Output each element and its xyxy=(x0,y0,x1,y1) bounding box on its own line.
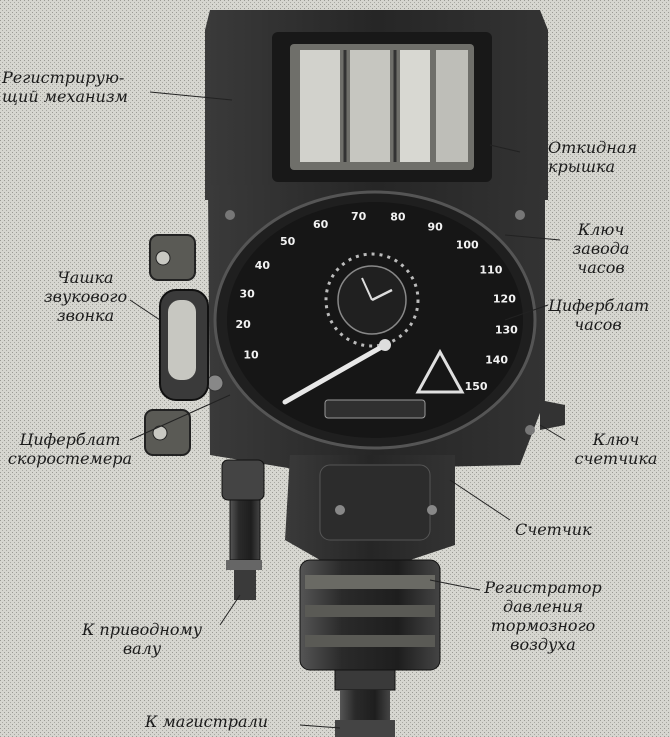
label-clock-key: Ключ завода часов xyxy=(572,220,630,277)
dial-number: 70 xyxy=(351,210,367,223)
pressure-recorder xyxy=(299,559,441,737)
dial-number: 10 xyxy=(243,349,259,362)
drive-shaft xyxy=(221,459,265,600)
dial-number: 40 xyxy=(255,259,271,272)
dial-number: 100 xyxy=(456,239,479,252)
dial-number: 50 xyxy=(280,235,296,248)
bell-cup xyxy=(144,234,209,456)
dial-number: 90 xyxy=(428,221,444,234)
label-bell-cup: Чашка звукового звонка xyxy=(43,268,128,325)
dial-number: 20 xyxy=(236,318,252,331)
label-pressure-recorder: Регистратор давления тормозного воздуха xyxy=(484,578,602,654)
upper-housing xyxy=(205,10,548,200)
dial-number: 30 xyxy=(239,287,255,300)
clock-dial xyxy=(324,252,420,348)
label-main-line: К магистрали xyxy=(145,712,269,731)
label-clock-dial: Циферблат часов xyxy=(548,296,650,334)
counter-window xyxy=(324,399,426,419)
label-speedometer-dial: Циферблат скоростемера xyxy=(7,430,133,468)
label-hinged-lid: Откидная крышка xyxy=(548,138,637,176)
dial-number: 150 xyxy=(465,380,488,393)
dial-number: 120 xyxy=(493,292,516,305)
leader-lines xyxy=(129,91,566,729)
dial-number: 110 xyxy=(479,263,502,276)
dial-number: 80 xyxy=(390,211,406,224)
label-drive-shaft: К приводному валу xyxy=(81,620,203,658)
label-recording-mechanism: Регистрирую- щий механизм xyxy=(2,68,128,106)
counter-body xyxy=(285,455,455,560)
dial-housing xyxy=(206,185,565,470)
speed-needle xyxy=(282,342,388,405)
counter-key xyxy=(540,400,565,430)
dial-number: 140 xyxy=(485,353,508,366)
triangle-emblem xyxy=(415,348,465,394)
dial-number: 60 xyxy=(313,218,329,231)
dial-number: 130 xyxy=(495,323,518,336)
label-counter: Счетчик xyxy=(515,520,592,539)
label-counter-key: Ключ счетчика xyxy=(574,430,658,468)
